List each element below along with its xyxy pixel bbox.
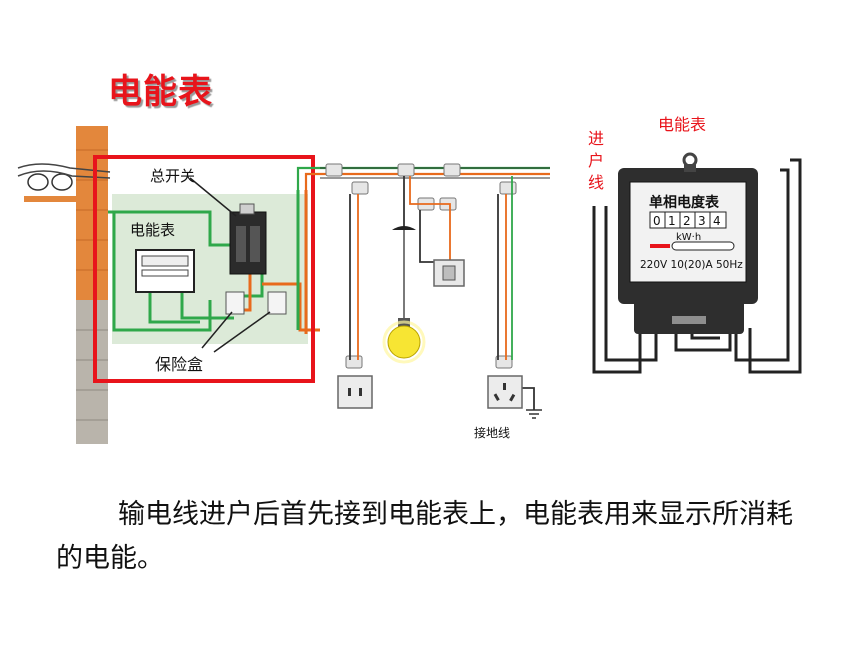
label-fuse-box: 保险盒 bbox=[155, 355, 203, 374]
meter-digit-3: 2 bbox=[683, 214, 691, 228]
three-pin-outlet bbox=[487, 375, 523, 409]
fuse-pointer-2 bbox=[213, 311, 271, 353]
label-incoming-line: 进 户 线 bbox=[588, 129, 604, 192]
label-main-switch: 总开关 bbox=[150, 167, 195, 185]
meter-nameplate-title: 单相电度表 bbox=[649, 194, 720, 211]
meter-unit: kW·h bbox=[676, 232, 701, 243]
wall-switch bbox=[433, 259, 465, 287]
main-switch bbox=[229, 203, 267, 275]
two-pin-outlet bbox=[337, 375, 373, 409]
ground-symbol bbox=[526, 409, 542, 419]
wire-connectors bbox=[325, 163, 517, 369]
fuse-boxes bbox=[225, 291, 287, 315]
meter-in-panel bbox=[135, 249, 195, 293]
light-bulb bbox=[382, 318, 426, 364]
label-incoming-char-3: 线 bbox=[588, 173, 604, 192]
meter-rotor-window bbox=[650, 241, 735, 251]
incoming-insulator-bracket bbox=[17, 163, 111, 202]
lamp-ceiling-rose bbox=[392, 226, 416, 230]
meter-rating: 220V 10(20)A 50Hz bbox=[640, 259, 743, 271]
fuse-pointer-1 bbox=[201, 311, 233, 349]
meter-digit-wheels: 0 1 2 3 4 bbox=[649, 211, 727, 229]
brick-wall bbox=[76, 126, 108, 444]
meter-photo bbox=[618, 152, 758, 334]
meter-digit-1: 0 bbox=[653, 214, 661, 228]
meter-digit-2: 1 bbox=[668, 214, 676, 228]
slide-caption: 输电线进户后首先接到电能表上，电能表用来显示所消耗的电能。 bbox=[56, 499, 793, 574]
switch-pointer bbox=[189, 177, 237, 217]
label-meter-photo: 电能表 bbox=[658, 115, 706, 134]
panel-wiring bbox=[108, 190, 320, 334]
page-title: 电能表 bbox=[108, 72, 213, 112]
meter-digit-5: 4 bbox=[713, 214, 721, 228]
highlight-box bbox=[93, 155, 315, 383]
branch-wires bbox=[349, 176, 535, 410]
label-ground-wire: 接地线 bbox=[474, 425, 510, 440]
label-incoming-char-2: 户 bbox=[588, 151, 604, 170]
label-meter-diagram: 电能表 bbox=[130, 221, 175, 239]
label-incoming-char-1: 进 bbox=[588, 129, 604, 148]
meter-wires bbox=[592, 158, 802, 374]
household-wiring-diagram: 总开关 电能表 保险盒 bbox=[17, 115, 802, 444]
meter-digit-4: 3 bbox=[698, 214, 706, 228]
